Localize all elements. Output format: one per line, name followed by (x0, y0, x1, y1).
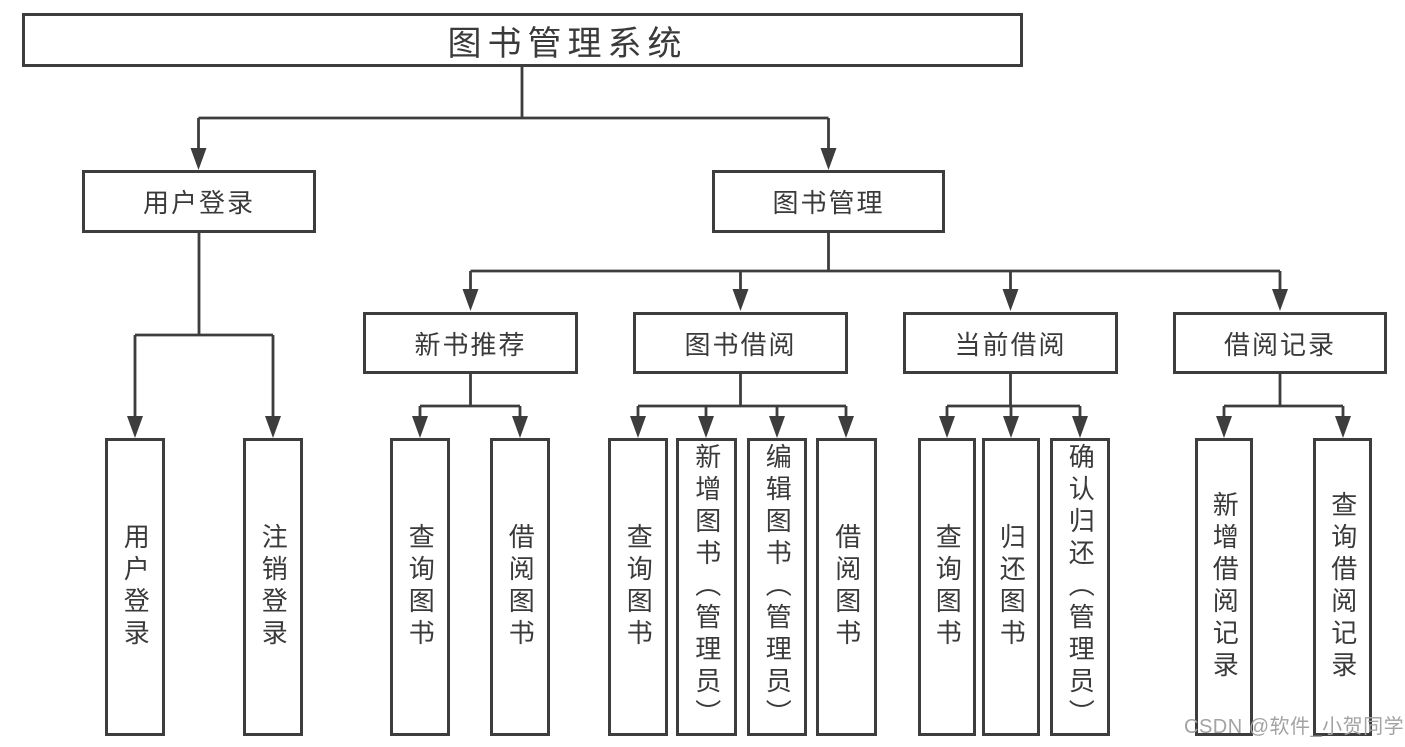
leaf-borrow-books-recommend: 借阅图书 (490, 438, 550, 736)
leaf-query-books-current: 查询图书 (918, 438, 976, 736)
leaf-user-login: 用户登录 (105, 438, 165, 736)
arrowheads (127, 148, 1351, 438)
node-book-management: 图书管理 (712, 170, 945, 233)
leaf-label: 查询图书 (623, 523, 654, 651)
node-book-borrowing: 图书借阅 (633, 312, 848, 374)
node-label: 图书借阅 (684, 329, 797, 360)
leaf-label: 注销登录 (258, 523, 289, 651)
leaf-edit-books-admin: 编辑图书（管理员） (747, 438, 807, 736)
node-user-login: 用户登录 (82, 170, 316, 233)
node-label: 新书推荐 (414, 329, 527, 360)
leaf-label: 查询图书 (405, 523, 436, 651)
leaf-label: 查询借阅记录 (1327, 491, 1358, 683)
node-label: 借阅记录 (1223, 329, 1336, 360)
leaf-confirm-return-admin: 确认归还（管理员） (1050, 438, 1110, 736)
node-label: 图书管理 (772, 188, 885, 218)
leaf-borrow-books: 借阅图书 (816, 438, 877, 736)
node-label: 用户登录 (142, 188, 255, 218)
node-borrowing-records: 借阅记录 (1173, 312, 1387, 374)
leaf-query-borrow-record: 查询借阅记录 (1313, 438, 1372, 736)
leaf-logout: 注销登录 (243, 438, 303, 736)
node-new-book-recommendation: 新书推荐 (363, 312, 578, 374)
leaf-add-borrow-record: 新增借阅记录 (1195, 438, 1253, 736)
leaf-label: 借阅图书 (831, 523, 862, 651)
node-library-management-system: 图书管理系统 (22, 13, 1023, 67)
leaf-label: 编辑图书（管理员） (762, 443, 793, 731)
leaf-label: 新增图书（管理员） (691, 443, 722, 731)
leaf-query-books-borrowing: 查询图书 (608, 438, 668, 736)
leaf-label: 查询图书 (932, 523, 963, 651)
leaf-return-books: 归还图书 (982, 438, 1040, 736)
node-label: 图书管理系统 (447, 24, 688, 63)
leaf-label: 确认归还（管理员） (1065, 443, 1096, 731)
node-current-borrowing: 当前借阅 (903, 312, 1118, 374)
leaf-label: 用户登录 (120, 523, 151, 651)
leaf-add-books-admin: 新增图书（管理员） (676, 438, 737, 736)
leaf-label: 归还图书 (996, 523, 1027, 651)
leaf-query-books-recommend: 查询图书 (390, 438, 450, 736)
csdn-watermark: CSDN @软件_小贺同学 (1184, 716, 1405, 738)
node-label: 当前借阅 (954, 329, 1067, 360)
leaf-label: 借阅图书 (505, 523, 536, 651)
leaf-label: 新增借阅记录 (1209, 491, 1240, 683)
